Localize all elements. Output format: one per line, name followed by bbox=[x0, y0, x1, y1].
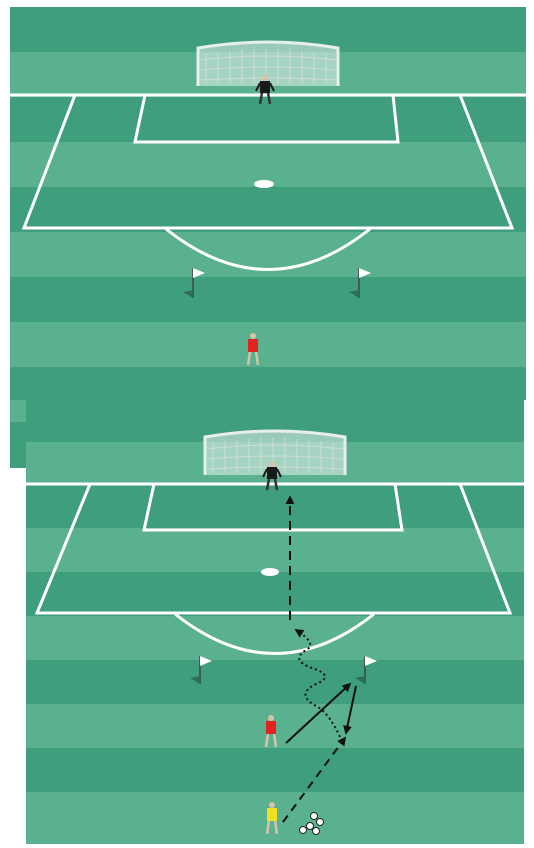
pitch-stripe bbox=[26, 748, 524, 792]
goal-icon bbox=[198, 42, 338, 86]
pitch-stripe bbox=[10, 97, 526, 142]
pitch-stripe bbox=[10, 322, 526, 367]
penalty-spot bbox=[261, 568, 279, 576]
pitch-stripe bbox=[26, 528, 524, 572]
sequence-panel bbox=[26, 400, 524, 844]
pitch-stripe bbox=[10, 277, 526, 322]
pitch-stripe bbox=[10, 187, 526, 232]
pitch-stripe bbox=[10, 422, 26, 468]
pitch-stripe bbox=[26, 484, 524, 528]
pitch-stripe bbox=[26, 572, 524, 616]
pitch-stripe bbox=[10, 367, 526, 400]
pitch-stripe bbox=[26, 660, 524, 704]
pitch-stripe bbox=[10, 400, 26, 422]
setup-panel bbox=[10, 7, 526, 468]
penalty-spot bbox=[254, 180, 274, 188]
pitch-stripe bbox=[10, 142, 526, 187]
